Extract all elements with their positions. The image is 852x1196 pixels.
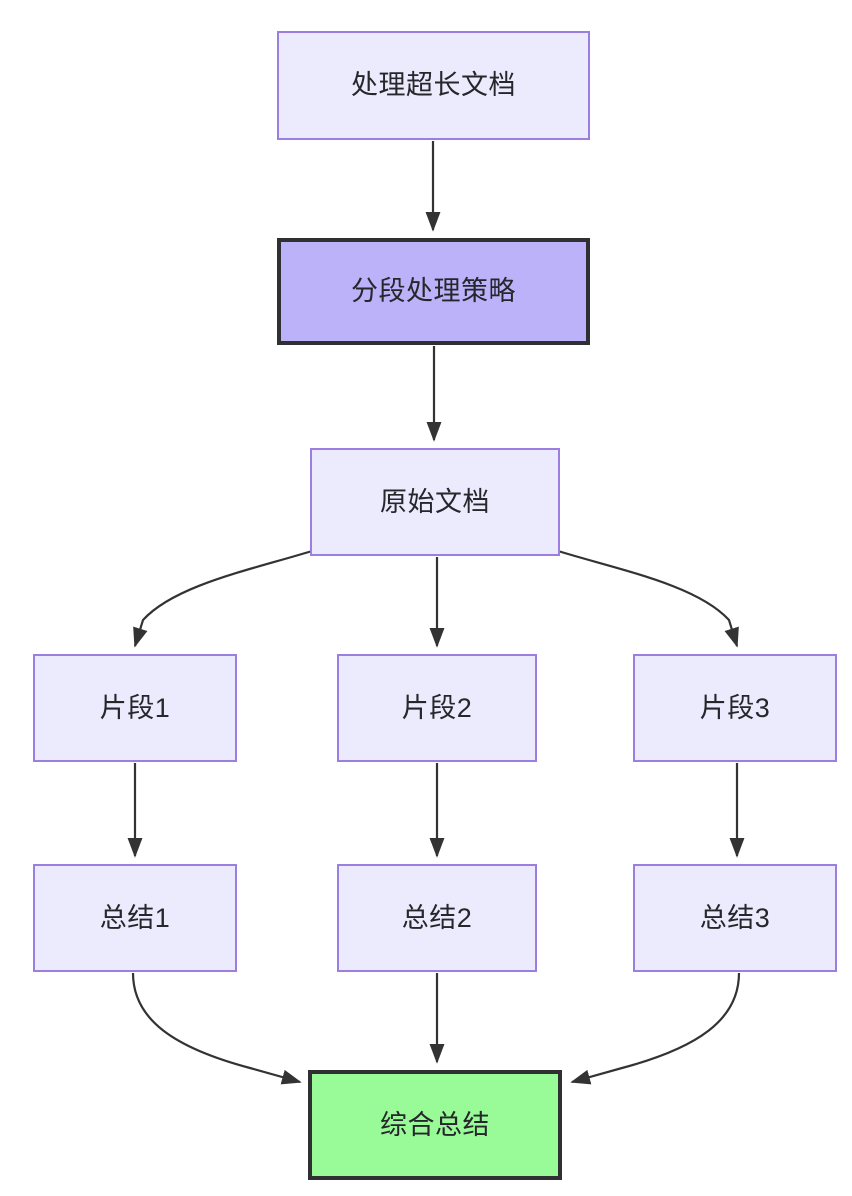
node-label: 片段2 [401,692,473,723]
node-label: 片段1 [99,692,171,723]
edge-source-to-fragment-3 [557,549,739,648]
node-fragment-2[interactable]: 片段2 [337,654,537,762]
node-chunk-strategy[interactable]: 分段处理策略 [277,238,590,345]
node-label: 综合总结 [380,1109,490,1140]
node-fragment-1[interactable]: 片段1 [33,654,237,762]
node-label: 总结3 [699,902,771,933]
edge-source-to-fragment-1 [133,549,313,648]
node-final-summary[interactable]: 综合总结 [308,1070,562,1180]
node-label: 片段3 [699,692,771,723]
node-summary-1[interactable]: 总结1 [33,864,237,972]
node-summary-2[interactable]: 总结2 [337,864,537,972]
node-summary-3[interactable]: 总结3 [633,864,837,972]
edge-summary-1-to-final [131,972,302,1085]
edge-summary-3-to-final [570,972,741,1085]
node-source-doc[interactable]: 原始文档 [310,448,560,556]
node-label: 原始文档 [380,486,490,517]
node-label: 处理超长文档 [351,70,516,101]
node-fragment-3[interactable]: 片段3 [633,654,837,762]
node-label: 总结2 [401,902,473,933]
node-process-long-doc[interactable]: 处理超长文档 [277,31,590,140]
node-label: 总结1 [99,902,171,933]
node-label: 分段处理策略 [351,276,516,307]
